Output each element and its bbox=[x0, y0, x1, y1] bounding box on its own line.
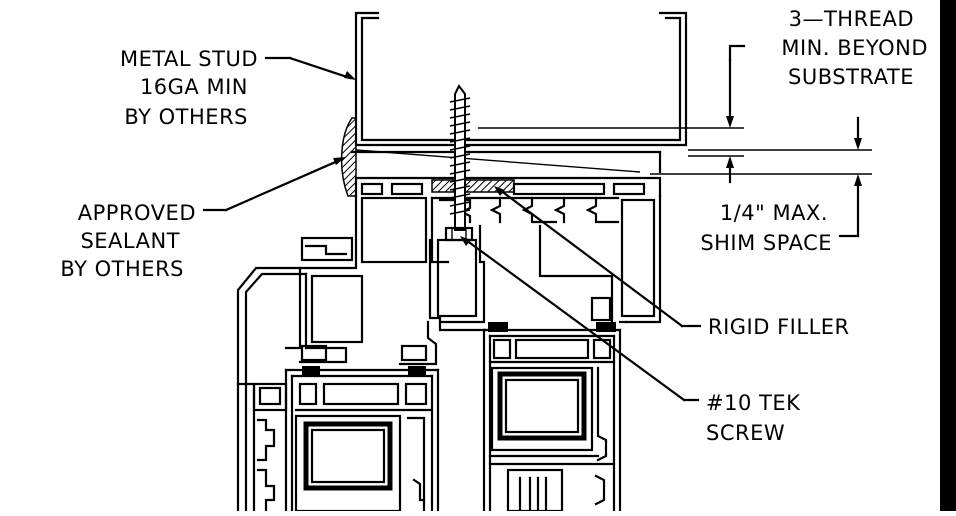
sealant-bead bbox=[340, 117, 357, 197]
window-frame bbox=[236, 176, 662, 513]
thread-line-3: SUBSTRATE bbox=[788, 65, 914, 89]
metal-stud bbox=[354, 11, 688, 147]
metal-stud-line-3: BY OTHERS bbox=[124, 105, 248, 129]
sealant-line-1: APPROVED bbox=[78, 201, 196, 225]
sealant-line-3: BY OTHERS bbox=[60, 257, 184, 281]
thread-line-1: 3—THREAD bbox=[789, 7, 914, 31]
shim-line-2: SHIM SPACE bbox=[700, 231, 832, 255]
metal-stud-line-2: 16GA MIN bbox=[140, 75, 248, 99]
right-sash bbox=[482, 320, 628, 513]
sealant-line-2: SEALANT bbox=[80, 229, 180, 253]
thread-dimension bbox=[478, 44, 746, 184]
thread-line-2: MIN. BEYOND bbox=[781, 36, 928, 60]
tek-screw-line-1: #10 TEK bbox=[706, 391, 801, 415]
leader-lines bbox=[202, 56, 702, 402]
metal-stud-line-1: METAL STUD bbox=[120, 47, 258, 71]
label-metal-stud: METAL STUD 16GA MIN BY OTHERS bbox=[120, 47, 258, 129]
label-tek-screw: #10 TEK SCREW bbox=[706, 391, 801, 445]
sheet-border bbox=[940, 0, 956, 511]
shim-line-1: 1/4" MAX. bbox=[720, 201, 828, 225]
left-sash bbox=[236, 366, 440, 513]
tek-screw-line-2: SCREW bbox=[706, 421, 785, 445]
label-shim: 1/4" MAX. SHIM SPACE bbox=[700, 201, 832, 255]
shim-space bbox=[350, 149, 662, 174]
shim-dimension bbox=[650, 116, 872, 238]
tek-screw bbox=[444, 84, 474, 242]
label-sealant: APPROVED SEALANT BY OTHERS bbox=[60, 201, 196, 281]
label-thread: 3—THREAD MIN. BEYOND SUBSTRATE bbox=[781, 7, 928, 89]
label-rigid-filler: RIGID FILLER bbox=[708, 315, 850, 339]
